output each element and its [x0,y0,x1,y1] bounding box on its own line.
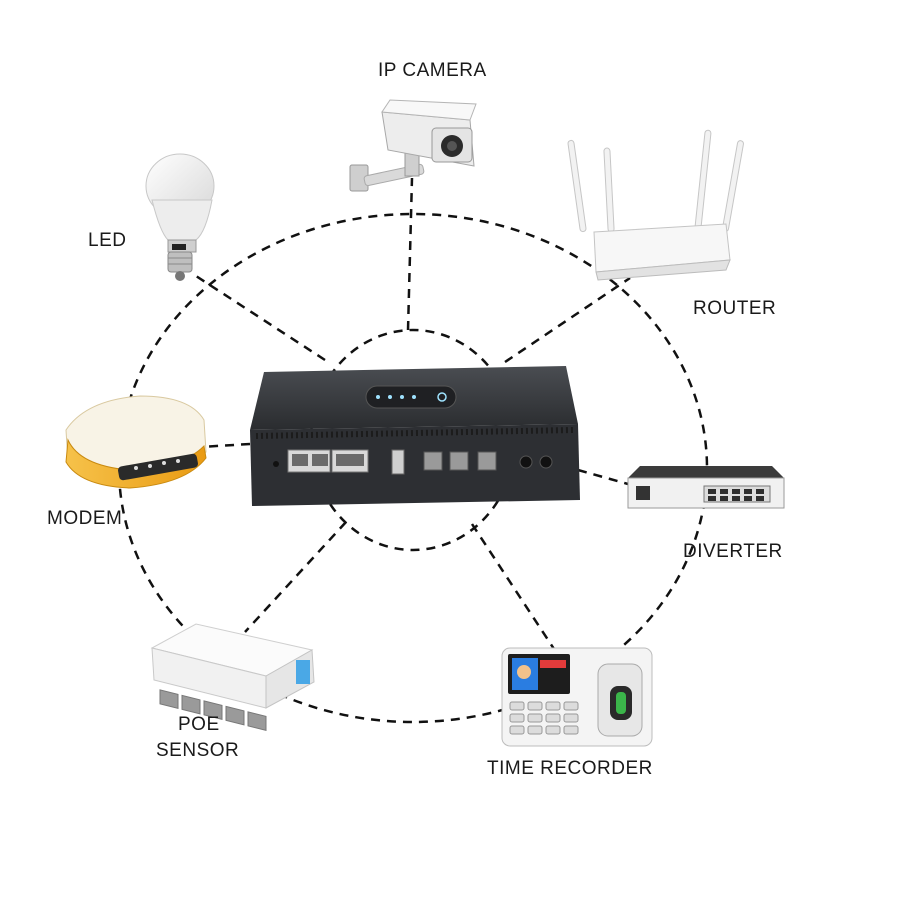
led-bulb-device [145,153,215,281]
router-device [567,129,744,281]
spoke-led [195,274,326,362]
label-diverter: DIVERTER [683,541,783,562]
spoke-router [504,276,631,364]
time-recorder-device [501,647,653,747]
connection-spokes [195,177,631,653]
label-time-recorder: TIME RECORDER [487,758,653,779]
label-ip-camera: IP CAMERA [378,60,487,81]
poe-sensor-device [150,623,315,731]
label-poe-sensor-line1: POE [178,714,220,735]
modem-device [65,395,207,489]
diverter-device [627,466,785,509]
spoke-time-recorder [470,523,558,653]
label-modem: MODEM [47,508,123,529]
spoke-ip-camera [406,177,414,331]
spoke-modem [199,442,251,449]
spoke-diverter [577,468,629,486]
label-router: ROUTER [693,298,777,319]
ip-camera-device [349,99,477,192]
spoke-poe-sensor [244,521,347,633]
label-led: LED [88,230,127,251]
central-hub-device [250,366,580,506]
label-poe-sensor-line2: SENSOR [156,740,240,761]
